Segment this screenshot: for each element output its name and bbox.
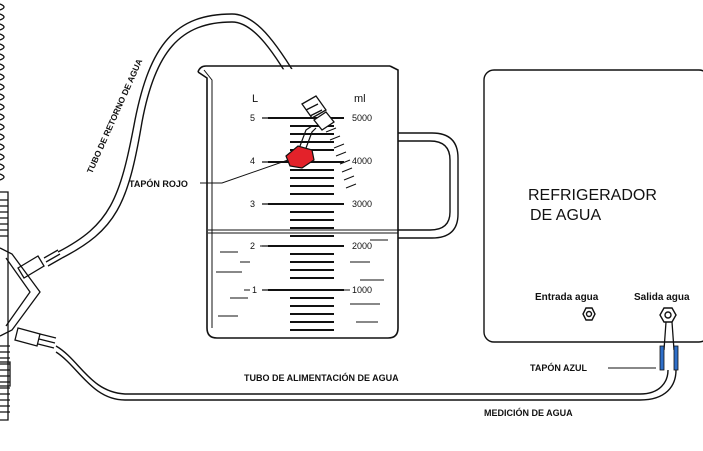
red-cap-leader [200,159,289,184]
beaker [197,65,459,339]
beaker-ml-2000: 2000 [352,241,372,251]
blue-cap-icon [659,345,679,371]
blue-cap-label: TAPÓN AZUL [530,362,587,373]
water-inlet-label: Entrada agua [535,292,599,303]
beaker-liter-3: 3 [250,199,255,209]
refrigerator-title-line1: REFRIGERADOR [528,187,657,204]
water-outlet-label: Salida agua [634,292,690,303]
water-stream [325,127,357,189]
tube-end-fitting [301,95,335,131]
beaker-ml-4000: 4000 [352,156,372,166]
outlet-hex-nut-icon [659,307,677,323]
return-tube [57,13,313,259]
beaker-body [197,65,399,339]
beaker-unit-liters: L [252,93,258,105]
pump-unit-icon [0,3,63,421]
red-cap-label: TAPÓN ROJO [129,178,188,189]
beaker-ml-1000: 1000 [352,285,372,295]
beaker-liter-1: 1 [252,285,257,295]
supply-tube-label: TUBO DE ALIMENTACIÓN DE AGUA [244,372,399,383]
red-cap-icon [285,125,317,169]
beaker-liter-5: 5 [250,113,255,123]
beaker-unit-ml: ml [354,93,366,105]
refrigerator-title-line2: DE AGUA [530,207,601,224]
water-surface [208,229,398,234]
supply-tube [55,345,677,401]
beaker-ml-5000: 5000 [352,113,372,123]
coil-icon [0,3,5,181]
water-refrigerator [483,69,703,343]
beaker-handle [398,132,459,239]
beaker-liter-2: 2 [250,241,255,251]
inlet-hex-nut-icon [582,307,596,321]
beaker-liter-4: 4 [250,156,255,166]
beaker-ml-3000: 3000 [352,199,372,209]
measurement-label: MEDICIÓN DE AGUA [484,407,573,418]
